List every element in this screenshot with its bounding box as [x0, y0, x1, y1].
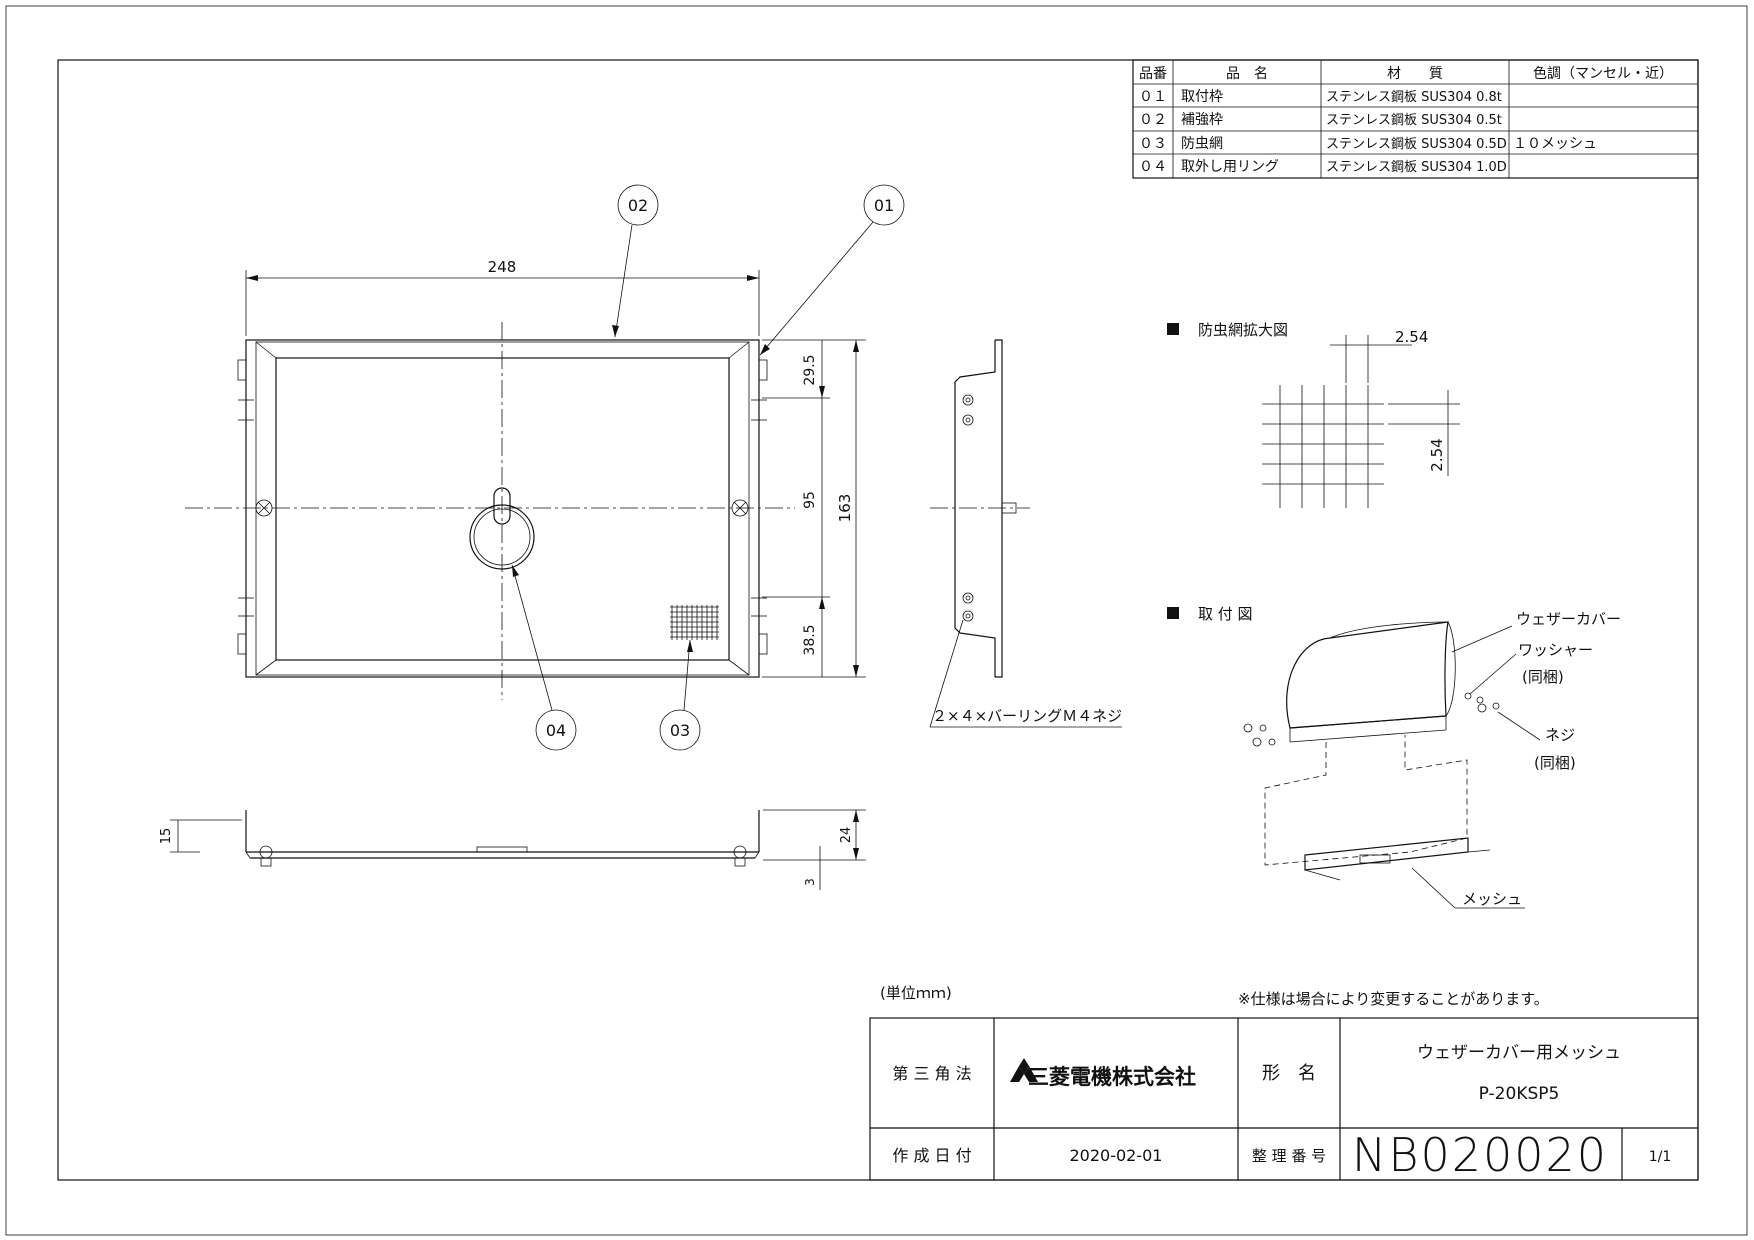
title-block: 第 三 角 法 三菱電機株式会社 形 名 ウェザーカバー用メッシュ P-20KS… [869, 1017, 1699, 1182]
row-name: 防虫網 [1181, 136, 1223, 152]
side-view: ２×４×バーリングＭ４ネジ [929, 339, 1122, 728]
dim-right-label: 24 [839, 827, 854, 844]
row-no: ０１ [1139, 89, 1167, 105]
doc-label: 整 理 番 号 [1252, 1147, 1326, 1165]
row-color: １０メッシュ [1513, 136, 1597, 152]
side-note: ２×４×バーリングＭ４ネジ [932, 707, 1122, 725]
dim-top-label: 29.5 [802, 354, 818, 385]
label-mesh: メッシュ [1462, 890, 1522, 908]
sheet-number: 1/1 [1649, 1149, 1672, 1165]
row-material: ステンレス鋼板 SUS304 1.0D [1326, 160, 1507, 175]
install-view: 取 付 図 ウェザーカバー ワッシャー (同梱) ネジ (同梱) メッシュ [1167, 605, 1621, 909]
row-material: ステンレス鋼板 SUS304 0.5t [1326, 113, 1502, 128]
install-title: 取 付 図 [1198, 605, 1253, 623]
balloon-03: 03 [670, 721, 690, 740]
row-no: ０２ [1139, 112, 1167, 128]
row-name: 取付枠 [1181, 89, 1223, 105]
spec-note: ※仕様は場合により変更することがあります。 [1238, 990, 1549, 1008]
company-name: 三菱電機株式会社 [1028, 1065, 1196, 1089]
mitsubishi-logo-icon [1010, 1058, 1038, 1082]
row-material: ステンレス鋼板 SUS304 0.8t [1326, 90, 1502, 105]
mesh-pitch-h: 2.54 [1395, 328, 1428, 346]
balloon-02: 02 [628, 196, 648, 215]
balloon-01: 01 [874, 196, 894, 215]
row-no: ０３ [1139, 136, 1167, 152]
doc-number: NB020020 [1352, 1128, 1608, 1182]
dim-total-label: 163 [836, 494, 854, 523]
product-name: ウェザーカバー用メッシュ [1417, 1043, 1621, 1063]
dim-width-label: 248 [488, 258, 517, 276]
front-view: 248 29.5 95 38.5 163 02 01 04 03 [185, 184, 905, 751]
dim-mid-label: 95 [802, 491, 818, 509]
date-value: 2020-02-01 [1070, 1146, 1163, 1165]
balloon-04: 04 [546, 721, 566, 740]
mesh-pitch-v: 2.54 [1428, 438, 1446, 471]
inner-border [57, 59, 1699, 1181]
label-washer: ワッシャー [1518, 641, 1593, 659]
row-name: 補強枠 [1181, 112, 1223, 128]
label-screw-note: (同梱) [1534, 754, 1576, 772]
mesh-title: 防虫網拡大図 [1198, 321, 1288, 339]
projection-label: 第 三 角 法 [892, 1064, 971, 1083]
parts-table: 品番 品 名 材 質 色調（マンセル・近） ０１ 取付枠 ステンレス鋼板 SUS… [1132, 59, 1699, 179]
outer-border [5, 5, 1748, 1236]
row-no: ０４ [1139, 159, 1167, 175]
date-label: 作 成 日 付 [892, 1146, 971, 1165]
dim-small-label: 3 [803, 878, 817, 886]
label-weather-cover: ウェザーカバー [1516, 610, 1621, 628]
install-title-marker [1167, 607, 1179, 619]
label-screw: ネジ [1545, 726, 1575, 744]
dim-bottom-label: 38.5 [802, 624, 818, 655]
unit-note: (単位ｍｍ) [880, 984, 952, 1002]
bottom-view: 15 24 3 [159, 809, 866, 890]
model-number: P-20KSP5 [1479, 1084, 1560, 1104]
dim-left-label: 15 [159, 828, 174, 845]
label-washer-note: (同梱) [1522, 668, 1564, 686]
header-material: 材 質 [1387, 66, 1443, 82]
header-color: 色調（マンセル・近） [1533, 65, 1673, 82]
header-no: 品番 [1139, 66, 1167, 82]
model-label: 形 名 [1262, 1063, 1316, 1084]
mesh-title-marker [1167, 323, 1179, 335]
row-material: ステンレス鋼板 SUS304 0.5D [1326, 137, 1507, 152]
row-name: 取外し用リング [1181, 159, 1279, 175]
header-name: 品 名 [1226, 66, 1268, 82]
mesh-detail: 防虫網拡大図 2.54 2.54 [1167, 321, 1460, 508]
